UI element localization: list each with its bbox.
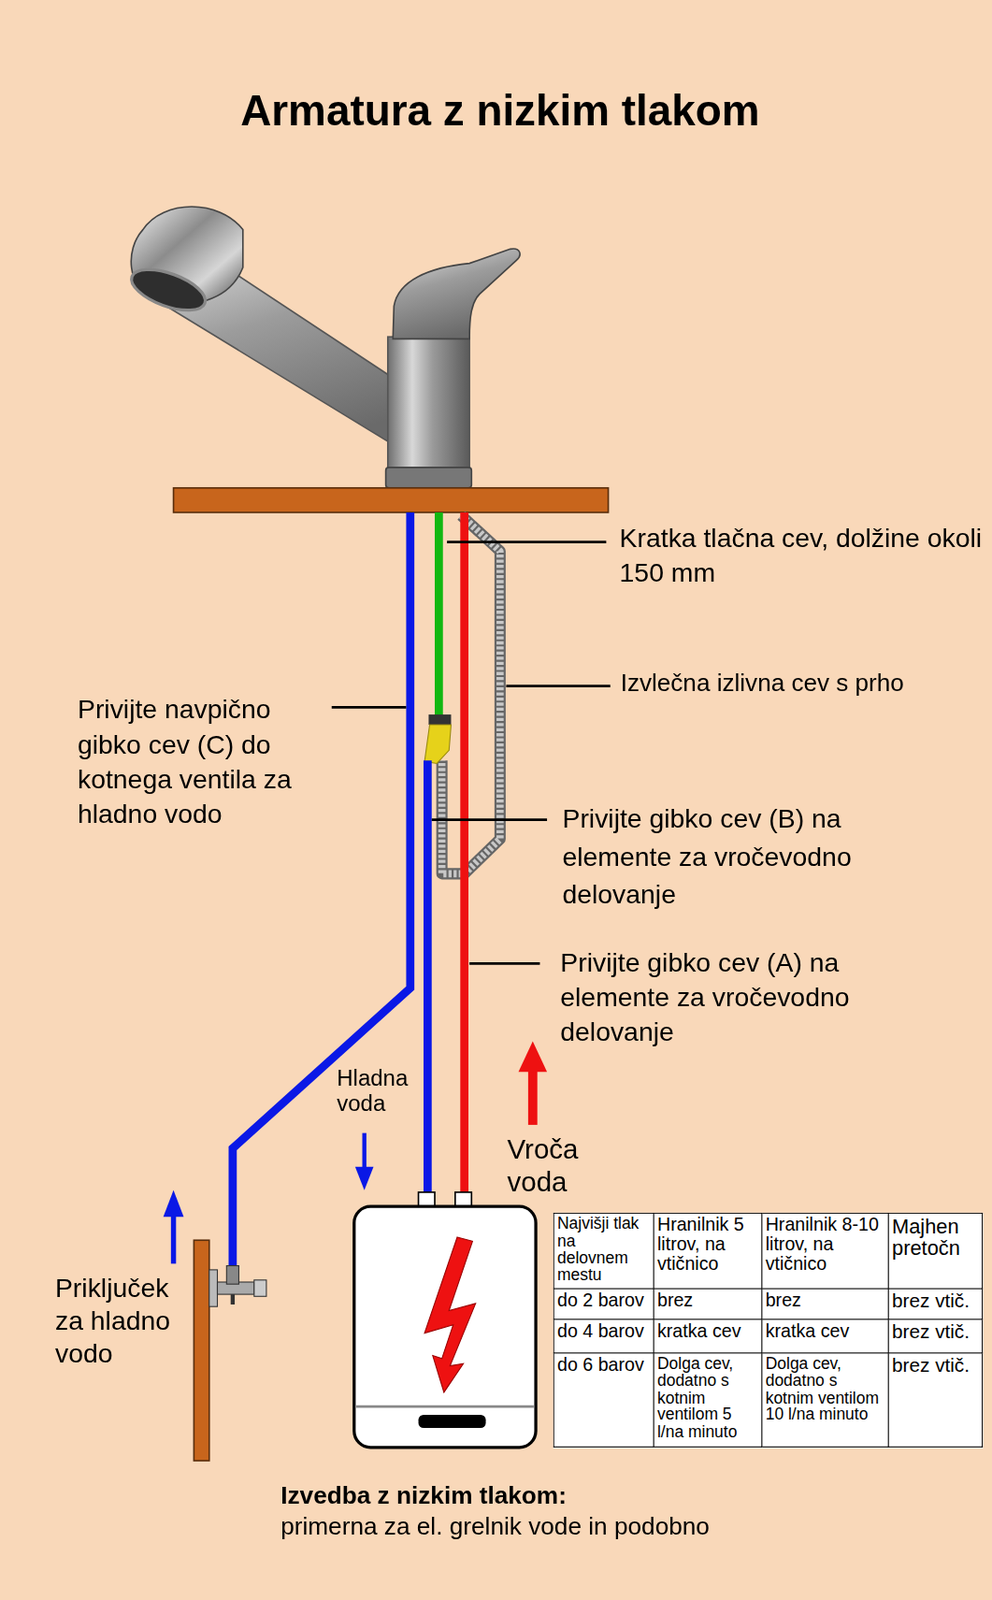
callout-label: Privijte gibko cev (A) na elemente za vr… — [560, 945, 907, 1050]
flow-label: Vroča voda — [507, 1133, 602, 1199]
lightning-symbol — [424, 1236, 476, 1393]
flow-arrow — [518, 1040, 548, 1125]
hose-b — [423, 760, 432, 1196]
mixer-body — [388, 336, 470, 480]
spec-table: Najvišji tlak na delovnem mestu Hranilnik… — [553, 1212, 984, 1448]
angle-valve — [209, 1265, 267, 1308]
mixer-base — [386, 467, 473, 489]
heater-display — [418, 1414, 487, 1428]
connection-label: Priključek za hladno vodo — [55, 1271, 193, 1370]
wall — [193, 1239, 209, 1461]
table-cell: Najvišji tlak na delovnem mestu — [557, 1214, 639, 1284]
table-cell: brez vtič. — [891, 1290, 970, 1312]
water-heater — [354, 1206, 536, 1448]
table-cell: brez — [657, 1290, 693, 1311]
table-cell: do 6 barov — [557, 1354, 645, 1376]
table-cell: brez vtič. — [891, 1354, 970, 1377]
callout-label: Privijte gibko cev (B) na elemente za vr… — [561, 800, 909, 914]
callout-label: Privijte navpično gibko cev (C) do kotne… — [77, 691, 328, 831]
table-cell: Majhen pretočn — [891, 1214, 961, 1259]
table-cell: Dolga cev, dodatno s kotnim ventilom 10 … — [765, 1354, 879, 1424]
callout-label: Izvlečna izlivna cev s prho — [620, 665, 989, 701]
table-cell: brez vtič. — [891, 1320, 970, 1342]
title: Armatura z nizkim tlakom — [122, 86, 878, 138]
heater-panel-line — [356, 1405, 534, 1409]
hose-c — [232, 512, 411, 1284]
table-cell: brez — [765, 1290, 802, 1311]
countertop — [173, 488, 609, 513]
table-cell: Hranilnik 5 litrov, na vtičnico — [657, 1214, 745, 1274]
coupling-nut — [428, 714, 451, 725]
table-cell: do 4 barov — [557, 1320, 645, 1341]
short-pressure-pipe — [434, 512, 444, 717]
mixer-lever — [392, 248, 520, 339]
note: primerna za el. grelnik vode in podobno — [280, 1510, 710, 1542]
flow-arrow — [355, 1133, 374, 1191]
table-cell: do 2 barov — [557, 1290, 645, 1311]
flow-label: Hladna voda — [336, 1066, 424, 1116]
table-cell: Hranilnik 8-10 litrov, na vtičnico — [765, 1214, 879, 1274]
coupling — [424, 724, 451, 763]
table-cell: kratka cev — [657, 1320, 742, 1341]
hose-a — [460, 512, 469, 1196]
flow-arrow — [163, 1190, 185, 1265]
caption: Izvedba z nizkim tlakom: — [280, 1480, 567, 1511]
callout-label: Kratka tlačna cev, dolžine okoli 150 mm — [619, 520, 984, 590]
table-cell: kratka cev — [765, 1320, 850, 1341]
spray-outlet — [126, 260, 211, 318]
table-cell: Dolga cev, dodatno s kotnim ventilom 5 l… — [657, 1354, 737, 1441]
